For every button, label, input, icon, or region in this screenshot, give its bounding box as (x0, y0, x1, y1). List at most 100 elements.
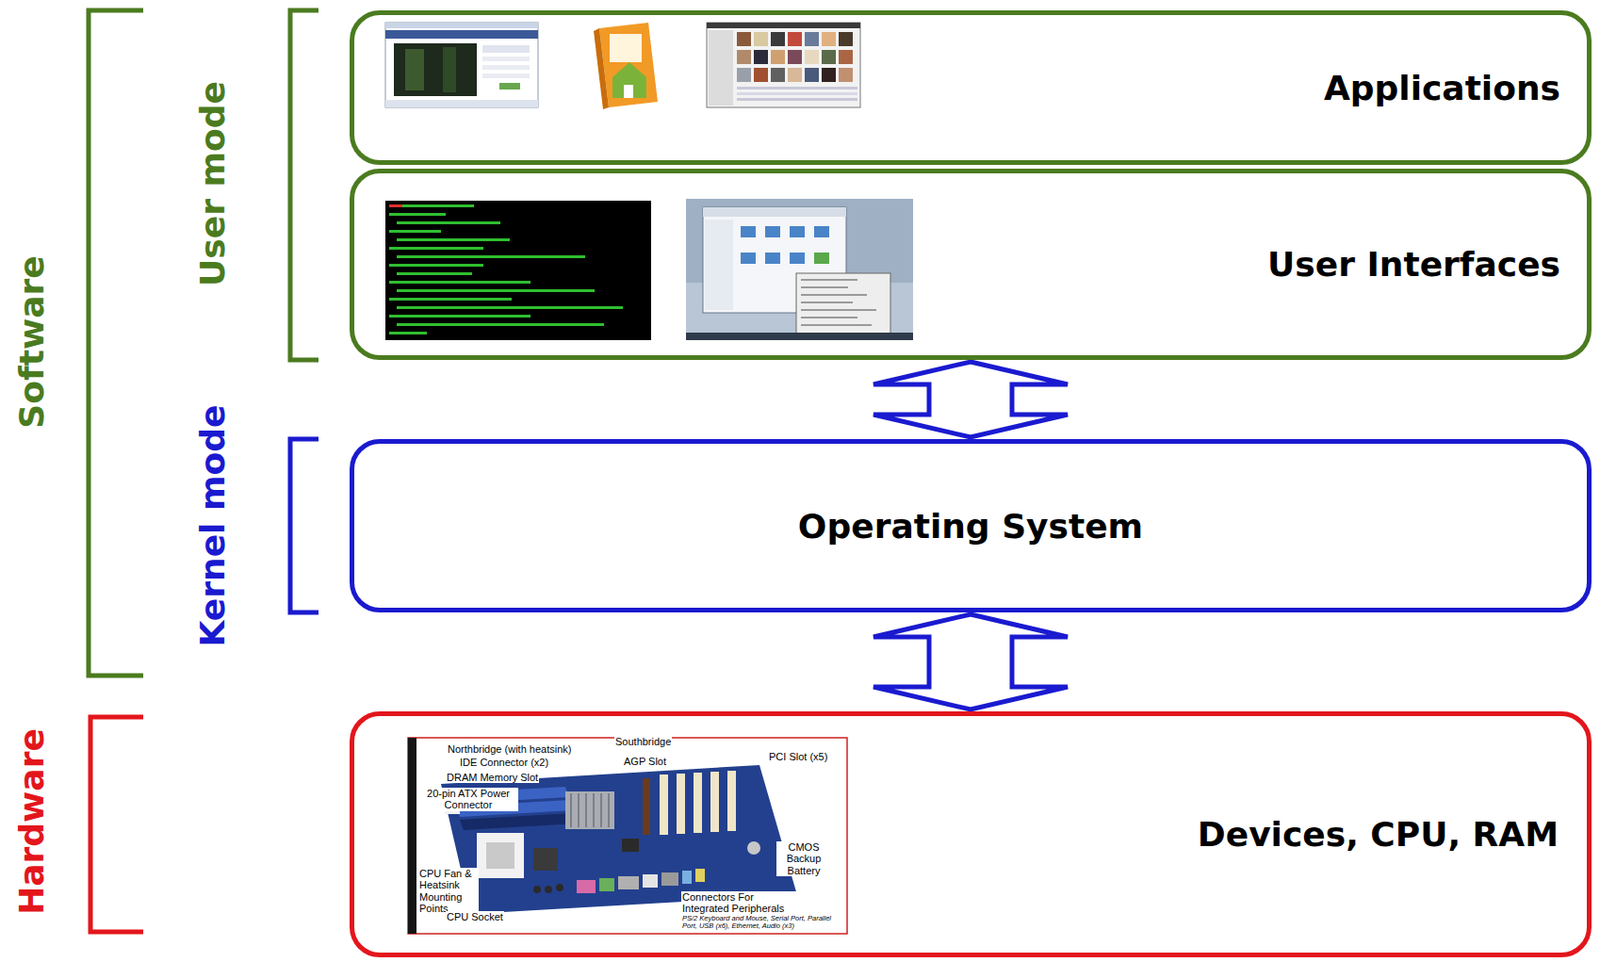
desktop-screenshot (740, 226, 830, 264)
terminal-screenshot (396, 306, 623, 310)
software-box (599, 22, 658, 108)
browser-screenshot (405, 48, 425, 91)
motherboard-illustration (710, 771, 719, 833)
bracket (88, 10, 144, 676)
terminal-screenshot (396, 323, 605, 327)
browser-screenshot (482, 73, 530, 79)
motherboard-illustration (571, 793, 609, 828)
media-player-screenshot (736, 97, 858, 101)
bracket (290, 10, 319, 360)
terminal-screenshot (389, 314, 531, 318)
browser-screenshot (482, 45, 530, 53)
motherboard-illustration (533, 848, 558, 871)
desktop-screenshot (796, 273, 891, 336)
media-player-screenshot (770, 49, 785, 65)
desktop-screenshot (800, 324, 872, 327)
desktop-screenshot (800, 278, 858, 281)
motherboard-illustration (642, 874, 658, 888)
bracket (88, 10, 319, 932)
motherboard-illustration (727, 770, 736, 832)
desktop-screenshot (704, 219, 734, 311)
media-player-screenshot (736, 92, 858, 96)
software-box (612, 62, 647, 98)
desktop-screenshot (765, 252, 781, 264)
browser-screenshot (499, 82, 521, 90)
browser-screenshot (482, 56, 530, 62)
motherboard-illustration (555, 883, 564, 892)
motherboard-illustration (459, 813, 577, 831)
part-label: IDE Connector (x2) (458, 756, 550, 768)
media-player-screenshot (787, 32, 802, 47)
mode-label: Kernel mode (193, 405, 232, 648)
terminal-screenshot (389, 297, 512, 301)
media-player-screenshot (706, 22, 861, 108)
motherboard-illustration (661, 872, 679, 886)
browser-screenshot (442, 47, 457, 93)
media-player-screenshot (736, 86, 858, 90)
terminal-screenshot (385, 200, 652, 341)
desktop-screenshot (789, 252, 805, 264)
desktop-screenshot (702, 207, 847, 217)
media-player-screenshot (736, 32, 853, 82)
motherboard-illustration (576, 880, 596, 894)
media-player-screenshot (838, 67, 853, 82)
layer-title: Devices, CPU, RAM (1197, 815, 1559, 854)
desktop-screenshot (800, 316, 858, 319)
desktop-screenshot (740, 252, 756, 264)
software-box (593, 28, 609, 110)
motherboard-illustration (486, 842, 515, 869)
motherboard-illustration (693, 772, 703, 833)
motherboard-illustration (618, 876, 639, 890)
motherboard-illustration (607, 793, 610, 828)
motherboard-illustration (695, 868, 705, 882)
motherboard-illustration (533, 885, 541, 894)
terminal-screenshot (389, 229, 441, 233)
media-player-screenshot (753, 32, 768, 47)
double-arrow (873, 361, 1068, 438)
software-box (593, 22, 658, 110)
software-box (609, 33, 642, 63)
terminal-screenshot (389, 263, 484, 267)
bracket (90, 717, 144, 932)
media-player-screenshot (821, 49, 836, 65)
browser-screenshot (385, 30, 539, 39)
terminal-screenshot (396, 221, 501, 225)
layer-title: Applications (1323, 68, 1561, 108)
terminal-screenshot (389, 204, 474, 208)
motherboard-illustration (592, 793, 595, 828)
desktop-screenshot (740, 226, 756, 238)
motherboard-illustration (476, 832, 524, 879)
media-player-screenshot (787, 49, 802, 65)
part-label: CPU Fan & Heatsink Mounting Points (418, 867, 479, 915)
browser-screenshot (385, 22, 539, 108)
part-label: CPU Socket (445, 911, 505, 923)
media-player-screenshot (838, 49, 853, 65)
desktop-screenshot (800, 293, 867, 296)
motherboard-illustration (408, 737, 848, 934)
desktop-screenshot (814, 226, 830, 238)
browser-screenshot (385, 22, 539, 108)
part-label: CMOS Backup Battery (776, 841, 832, 877)
media-player-screenshot (753, 49, 768, 65)
terminal-screenshot (385, 200, 652, 341)
terminal-screenshot (396, 238, 510, 242)
terminal-screenshot (396, 272, 473, 276)
part-label: PS/2 Keyboard and Mouse, Serial Port, Pa… (681, 914, 846, 931)
media-player-screenshot (804, 32, 819, 47)
motherboard-illustration (565, 791, 615, 830)
desktop-screenshot (685, 198, 914, 341)
desktop-screenshot (800, 278, 877, 327)
double-arrow (873, 614, 1068, 710)
media-player-screenshot (706, 22, 861, 108)
part-label: 20-pin ATX Power Connector (418, 787, 519, 812)
browser-screenshot (393, 43, 477, 97)
desktop-screenshot (800, 309, 877, 311)
desktop-screenshot (814, 252, 830, 264)
desktop-screenshot (800, 301, 853, 304)
desktop-screenshot (765, 226, 781, 238)
interface-layer-box: User Interfaces (349, 168, 1592, 360)
media-player-screenshot (804, 49, 819, 65)
motherboard-illustration (621, 838, 639, 852)
motherboard-illustration (682, 870, 692, 884)
motherboard-illustration (408, 737, 848, 934)
